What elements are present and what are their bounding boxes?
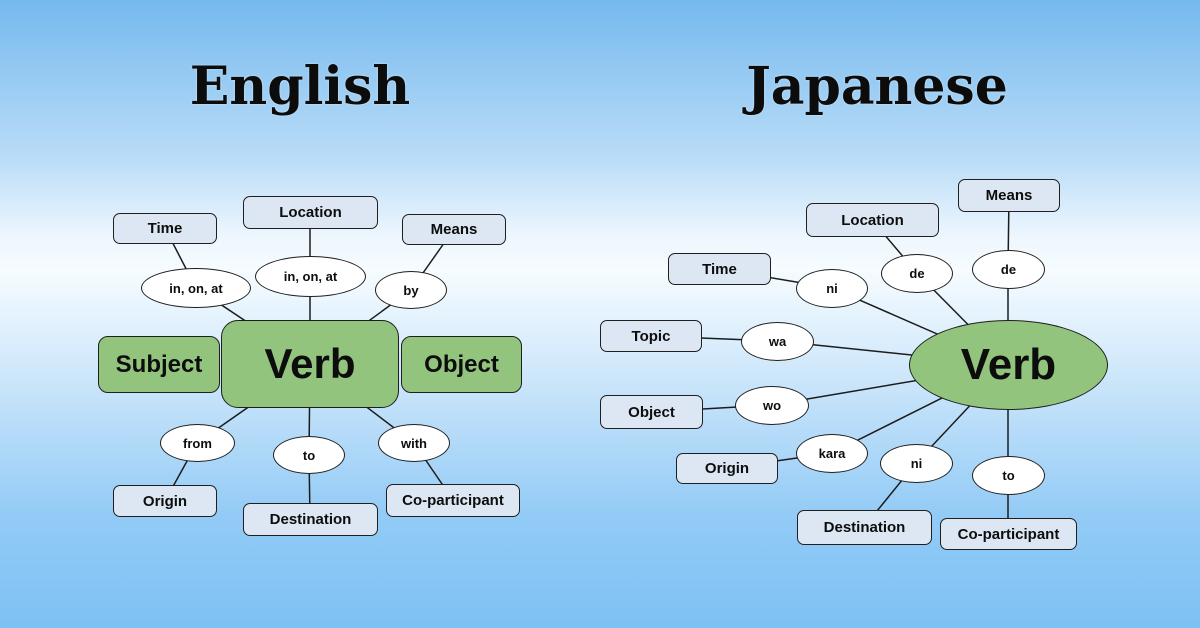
en-preposition-origin: from <box>160 424 235 462</box>
ja-particle-ni-time: ni <box>796 269 868 308</box>
ja-particle-wo-object: wo <box>735 386 809 425</box>
ja-topic-box: Topic <box>600 320 702 352</box>
en-destination-box: Destination <box>243 503 378 536</box>
ja-time-box: Time <box>668 253 771 285</box>
en-verb-box: Verb <box>221 320 399 408</box>
en-co-participant-box: Co-participant <box>386 484 520 517</box>
ja-particle-ni-destination: ni <box>880 444 953 483</box>
en-location-box: Location <box>243 196 378 229</box>
en-preposition-time: in, on, at <box>141 268 251 308</box>
ja-particle-wa-topic: wa <box>741 322 814 361</box>
ja-destination-box: Destination <box>797 510 932 545</box>
ja-verb-ellipse: Verb <box>909 320 1108 410</box>
en-preposition-means: by <box>375 271 447 309</box>
ja-particle-kara-origin: kara <box>796 434 868 473</box>
en-object-box: Object <box>401 336 522 393</box>
ja-particle-to-co-participant: to <box>972 456 1045 495</box>
ja-object-box: Object <box>600 395 703 429</box>
title-english: English <box>189 56 411 117</box>
ja-origin-box: Origin <box>676 453 778 484</box>
ja-co-participant-box: Co-participant <box>940 518 1077 550</box>
ja-means-box: Means <box>958 179 1060 212</box>
en-time-box: Time <box>113 213 217 244</box>
en-preposition-location: in, on, at <box>255 256 366 297</box>
en-origin-box: Origin <box>113 485 217 517</box>
ja-particle-de-location: de <box>881 254 953 293</box>
en-preposition-destination: to <box>273 436 345 474</box>
ja-particle-de-means: de <box>972 250 1045 289</box>
ja-location-box: Location <box>806 203 939 237</box>
en-means-box: Means <box>402 214 506 245</box>
en-preposition-co-participant: with <box>378 424 450 462</box>
en-subject-box: Subject <box>98 336 220 393</box>
title-japanese: Japanese <box>746 56 1008 117</box>
